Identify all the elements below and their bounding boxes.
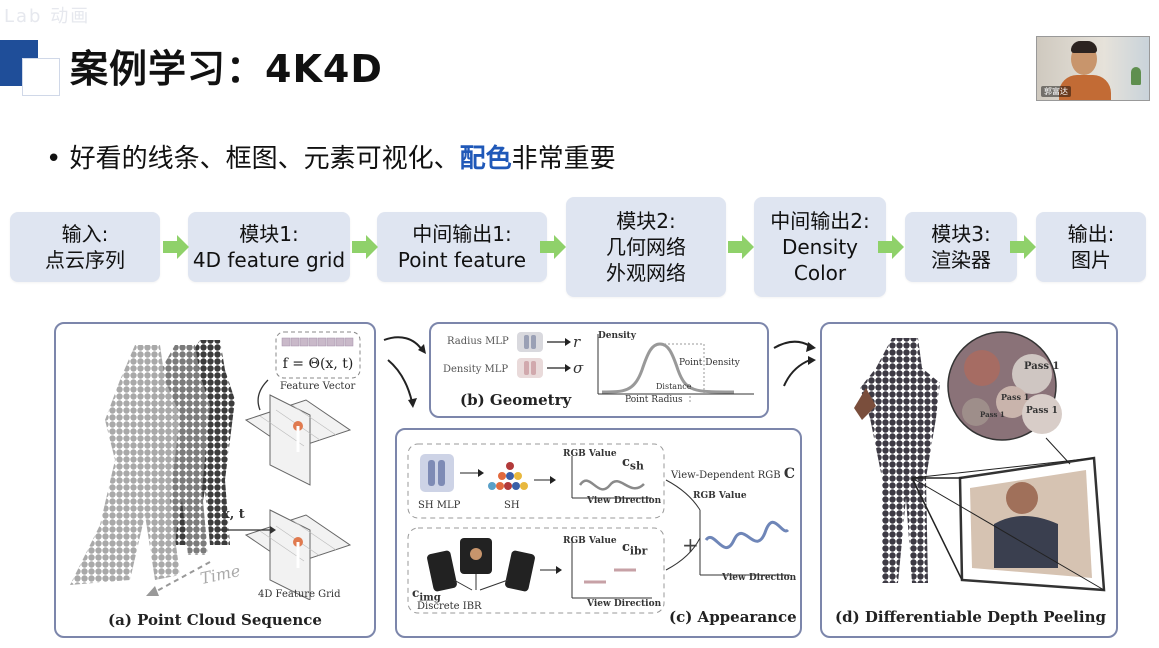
plant xyxy=(1131,67,1141,85)
flow-label: 模块1: xyxy=(239,222,299,246)
flow-label: Density xyxy=(781,235,859,259)
pass-label: Pass 1 xyxy=(1024,361,1060,372)
presenter-name: 郭富达 xyxy=(1041,86,1071,97)
slide-title: 案例学习：4K4D xyxy=(70,47,383,91)
discrete-ibr-label: Discrete IBR xyxy=(417,601,482,612)
density-axis-label: Density xyxy=(598,331,636,341)
pass-label: Pass 1 xyxy=(980,410,1005,419)
xt-label: x, t xyxy=(222,507,245,522)
flow-arrow-icon xyxy=(878,235,904,259)
density-curve xyxy=(597,334,754,404)
flow-arrow-icon xyxy=(1010,235,1036,259)
feature-vector-label: Feature Vector xyxy=(280,381,356,392)
flow-label: 模块3: xyxy=(931,222,991,246)
figure-panel-b xyxy=(429,322,769,418)
flow-box-output: 输出: 图片 xyxy=(1036,212,1146,282)
bullet-highlight: 配色 xyxy=(459,144,512,174)
flow-box-module3: 模块3: 渲染器 xyxy=(905,212,1017,282)
flow-arrow-icon xyxy=(352,235,378,259)
watermark: Lab 动画 xyxy=(4,6,91,27)
flow-label: 渲染器 xyxy=(931,248,991,272)
sigma-symbol: σ xyxy=(573,359,584,377)
flow-box-output2: 中间输出2: Density Color xyxy=(754,197,886,297)
feature-grid-label: 4D Feature Grid xyxy=(258,589,341,600)
flow-label: 4D feature grid xyxy=(192,248,346,272)
bullet-text: • 好看的线条、框图、元素可视化、 xyxy=(46,144,460,174)
flow-box-input: 输入: 点云序列 xyxy=(10,212,160,282)
pass-label: Pass 1 xyxy=(1026,406,1058,416)
flow-label: Point feature xyxy=(397,248,527,272)
flow-box-output1: 中间输出1: Point feature xyxy=(377,212,547,282)
c-img-symbol: cimg xyxy=(412,586,441,604)
flow-label: 外观网络 xyxy=(606,261,686,285)
view-dependent-label: View-Dependent RGB C xyxy=(671,466,795,482)
presenter-hair xyxy=(1071,41,1097,53)
flow-arrow-icon xyxy=(540,235,566,259)
flow-label: 中间输出1: xyxy=(412,222,512,246)
point-radius-label: Point Radius xyxy=(625,395,683,405)
flow-label: 几何网络 xyxy=(606,235,686,259)
sh-mlp-label: SH MLP xyxy=(418,500,461,511)
title-decoration-square xyxy=(22,58,60,96)
flow-label: 图片 xyxy=(1071,248,1111,272)
radius-mlp-label: Radius MLP xyxy=(447,336,509,347)
bullet-point: • 好看的线条、框图、元素可视化、配色非常重要 xyxy=(46,138,616,175)
flow-label: 点云序列 xyxy=(45,248,125,272)
figure-panel-c xyxy=(395,428,802,638)
flow-label: 模块2: xyxy=(616,209,676,233)
mlp-icons xyxy=(517,332,571,378)
flow-arrow-icon xyxy=(163,235,189,259)
flow-arrow-icon xyxy=(728,235,754,259)
c-ibr-symbol: cibr xyxy=(622,540,648,558)
r-symbol: r xyxy=(573,333,581,351)
rgb-value-label: RGB Value xyxy=(563,449,617,459)
point-cloud-illustration: f = Θ(x, t) xyxy=(70,331,361,600)
connector-arrow-icon xyxy=(773,340,816,387)
density-mlp-label: Density MLP xyxy=(443,364,509,375)
flow-label: 输入: xyxy=(61,222,109,246)
flow-label: Color xyxy=(793,261,847,285)
rgb-value-label: RGB Value xyxy=(563,536,617,546)
rgb-value-label: RGB Value xyxy=(693,491,747,501)
formula-text: f = Θ(x, t) xyxy=(283,356,354,372)
caption-d: (d) Differentiable Depth Peeling xyxy=(835,608,1106,626)
caption-a: (a) Point Cloud Sequence xyxy=(108,611,322,629)
svg-text:+: + xyxy=(682,533,699,557)
depth-peeling-illustration xyxy=(854,331,1106,592)
webcam-video[interactable]: 郭富达 xyxy=(1036,36,1150,101)
caption-c: (c) Appearance xyxy=(669,608,797,626)
point-density-label: Point Density xyxy=(679,358,740,368)
view-direction-label: View Direction xyxy=(722,573,797,583)
caption-b: (b) Geometry xyxy=(460,391,572,409)
c-sh-symbol: csh xyxy=(622,455,644,473)
flow-label: 中间输出2: xyxy=(770,209,870,233)
sh-label: SH xyxy=(504,500,520,511)
flow-box-module2: 模块2: 几何网络 外观网络 xyxy=(566,197,726,297)
flow-box-module1: 模块1: 4D feature grid xyxy=(188,212,350,282)
pass-label: Pass 1 xyxy=(1001,392,1030,402)
presenter-body xyxy=(1059,75,1111,100)
view-direction-label: View Direction xyxy=(587,599,662,609)
bullet-text-end: 非常重要 xyxy=(511,144,616,174)
flow-label: 输出: xyxy=(1067,222,1115,246)
view-direction-label: View Direction xyxy=(587,496,662,506)
distance-label: Distance xyxy=(656,382,692,391)
connector-arrow-icon xyxy=(383,336,426,408)
appearance-illustration: + xyxy=(407,443,790,614)
